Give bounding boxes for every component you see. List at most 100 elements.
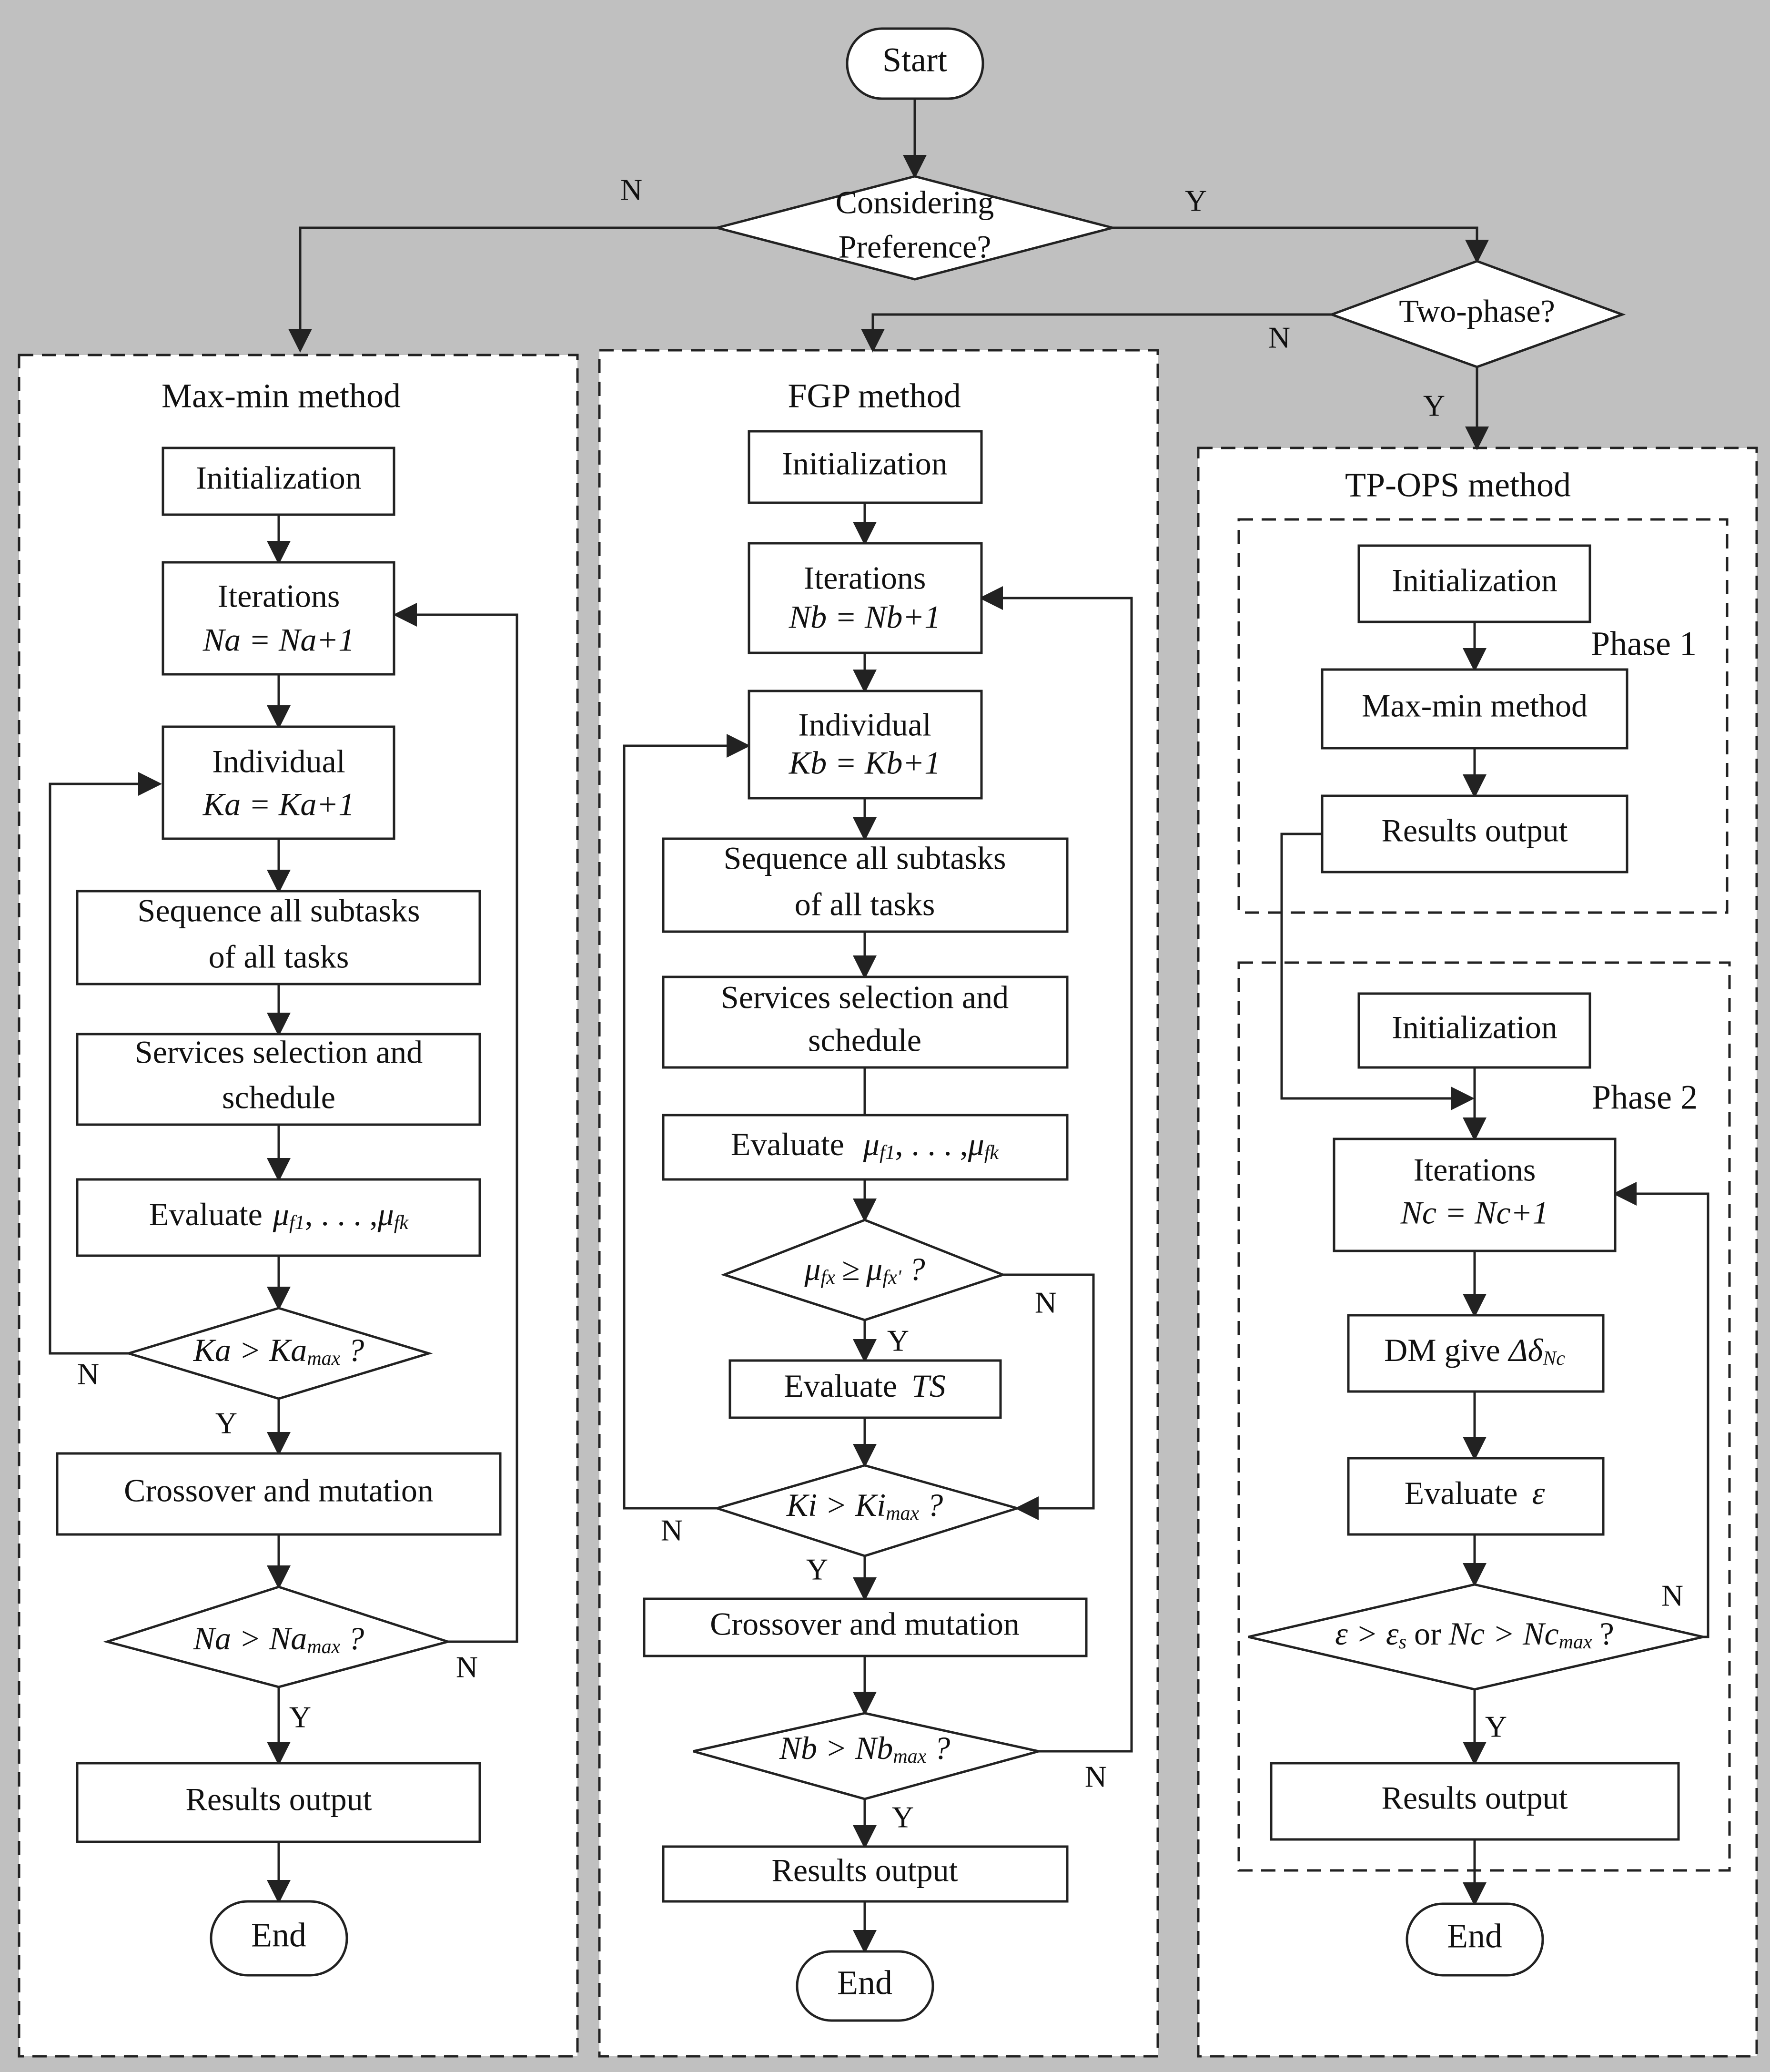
maxmin-crossover-label: Crossover and mutation: [124, 1473, 434, 1509]
fgp-services-box: [662, 975, 1069, 1069]
maxmin-iterations-line1: Iterations: [218, 578, 340, 614]
fgp-services-line2: schedule: [808, 1022, 921, 1058]
tpops-results-box: [1270, 1762, 1680, 1841]
maxmin-iterations-line2: Na = Na+1: [202, 622, 354, 658]
maxmin-ka-no-label: N: [77, 1357, 99, 1391]
fgp-results-label: Results output: [771, 1852, 958, 1889]
maxmin-na-no-label: N: [456, 1650, 478, 1684]
maxmin-title: Max-min method: [162, 377, 401, 415]
fgp-ki-no-label: N: [661, 1513, 683, 1547]
fgp-services-line1: Services selection and: [721, 979, 1009, 1016]
tpops-iterations-line2: Nc = Nc+1: [1400, 1195, 1549, 1231]
fgp-individual-box: [748, 690, 983, 800]
fgp-nb-no-label: N: [1085, 1760, 1107, 1794]
maxmin-end-label: End: [251, 1916, 306, 1954]
preference-decision-line1: Considering: [836, 184, 994, 221]
tpops-results-label: Results output: [1381, 1780, 1568, 1816]
phase2-label: Phase 2: [1592, 1078, 1698, 1117]
fgp-sequence-box: [662, 837, 1069, 933]
fgp-end-label: End: [837, 1964, 892, 2002]
maxmin-ka-decision: [124, 1307, 433, 1400]
maxmin-services-line2: schedule: [222, 1079, 335, 1116]
tpops-iterations-line1: Iterations: [1414, 1152, 1536, 1188]
tpops-p1-results-box: [1321, 794, 1628, 873]
twophase-decision: [1328, 260, 1626, 368]
tpops-iterations-box: [1333, 1138, 1617, 1252]
fgp-evaluate-box: [662, 1114, 1069, 1181]
maxmin-services-box: [76, 1033, 481, 1126]
fgp-nb-decision: [693, 1712, 1039, 1800]
maxmin-services-line1: Services selection and: [135, 1034, 423, 1070]
fgp-individual-line1: Individual: [798, 707, 931, 743]
maxmin-init-box: [162, 447, 395, 516]
tpops-eps-no-label: N: [1661, 1579, 1683, 1613]
tpops-p1-init-label: Initialization: [1392, 562, 1557, 599]
fgp-ki-decision: [713, 1464, 1022, 1557]
tpops-eps-yes-label: Y: [1485, 1710, 1507, 1744]
fgp-title: FGP method: [788, 377, 961, 415]
edge-label-pref-yes: Y: [1185, 184, 1207, 218]
maxmin-init-label: Initialization: [196, 460, 361, 496]
tpops-p2-init-label: Initialization: [1392, 1009, 1557, 1046]
phase1-frame: [1237, 518, 1729, 914]
phase1-label: Phase 1: [1591, 625, 1697, 663]
fgp-ki-decision-label: Ki > Kimax?: [786, 1487, 943, 1524]
fgp-iterations-box: [748, 542, 983, 654]
fgp-iterations-line1: Iterations: [804, 560, 926, 596]
fgp-ki-yes-label: Y: [806, 1553, 828, 1586]
maxmin-sequence-box: [76, 890, 481, 985]
tpops-eps-decision: [1248, 1583, 1704, 1691]
maxmin-evaluate-word: Evaluate: [149, 1196, 263, 1232]
start-terminal: [846, 27, 984, 100]
maxmin-individual-line2: Ka = Ka+1: [202, 786, 354, 823]
maxmin-na-decision-label: Na > Namax?: [193, 1620, 364, 1658]
tpops-end-terminal: [1406, 1902, 1544, 1977]
maxmin-ka-decision-label: Ka > Kamax?: [193, 1332, 364, 1370]
fgp-iterations-line2: Nb = Nb+1: [789, 599, 941, 635]
twophase-decision-label: Two-phase?: [1399, 293, 1555, 329]
maxmin-na-decision: [103, 1585, 452, 1688]
maxmin-end-terminal: [210, 1900, 348, 1977]
fgp-individual-line2: Kb = Kb+1: [789, 745, 941, 781]
maxmin-na-yes-label: Y: [289, 1700, 311, 1734]
fgp-sequence-line1: Sequence all subtasks: [724, 840, 1006, 876]
fgp-mu-yes-label: Y: [887, 1324, 909, 1358]
maxmin-results-label: Results output: [185, 1781, 372, 1818]
tpops-p1-results-label: Results output: [1381, 813, 1568, 849]
fgp-column: FGP method Initialization Iterations Nb …: [643, 377, 1107, 2022]
tpops-p2-init-box: [1357, 992, 1591, 1069]
fgp-mu-no-label: N: [1035, 1286, 1057, 1320]
tpops-p1-maxmin-label: Max-min method: [1362, 688, 1588, 724]
maxmin-iterations-box: [162, 561, 395, 676]
maxmin-individual-box: [162, 725, 395, 840]
fgp-evaluate-ts-box: [728, 1359, 1002, 1419]
tpops-p1-maxmin-box: [1321, 668, 1628, 750]
fgp-sequence-line2: of all tasks: [795, 886, 935, 923]
fgp-results-box: [662, 1845, 1069, 1903]
preference-decision-line2: Preference?: [839, 229, 991, 265]
start-label: Start: [882, 41, 947, 79]
maxmin-sequence-line2: of all tasks: [209, 939, 349, 975]
edge-label-pref-no: N: [620, 173, 642, 207]
preference-decision: [712, 175, 1117, 281]
edge-label-twophase-yes: Y: [1423, 389, 1445, 423]
maxmin-ka-yes-label: Y: [215, 1406, 237, 1440]
fgp-nb-yes-label: Y: [892, 1800, 914, 1834]
maxmin-column: Max-min method Initialization Iterations…: [56, 377, 502, 1977]
maxmin-crossover-box: [56, 1452, 502, 1536]
fgp-mu-decision: [720, 1219, 1007, 1321]
maxmin-sequence-line1: Sequence all subtasks: [138, 893, 420, 929]
edge-label-twophase-no: N: [1268, 321, 1290, 355]
fgp-init-box: [748, 430, 983, 504]
tpops-end-label: End: [1447, 1917, 1502, 1955]
maxmin-individual-line1: Individual: [212, 743, 345, 780]
tpops-evaluate-eps-box: [1347, 1457, 1605, 1536]
maxmin-evaluate-box: [76, 1178, 481, 1257]
